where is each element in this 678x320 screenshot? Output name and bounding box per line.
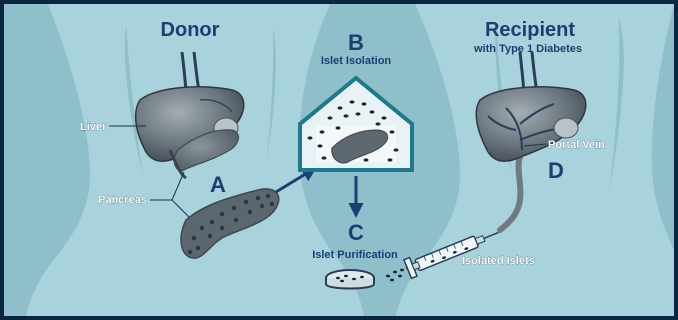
recipient-title: Recipient [485, 19, 575, 41]
donor-title: Donor [161, 19, 220, 41]
recipient-subtitle: with Type 1 Diabetes [473, 43, 582, 55]
liver-label: Liver [80, 121, 107, 133]
step-b-caption: Islet Isolation [321, 55, 392, 67]
petri-dish [326, 270, 374, 289]
pancreas-label: Pancreas [98, 194, 147, 206]
step-d-letter: D [548, 158, 564, 183]
step-b-letter: B [348, 30, 364, 55]
portal-vein-label: Portal Vein [548, 139, 605, 151]
step-c-caption: Islet Purification [312, 249, 398, 261]
step-c-letter: C [348, 220, 364, 245]
step-a-letter: A [210, 172, 226, 197]
recipient-gallbladder [554, 118, 578, 138]
isolated-islets-label: Isolated Islets [462, 255, 535, 267]
